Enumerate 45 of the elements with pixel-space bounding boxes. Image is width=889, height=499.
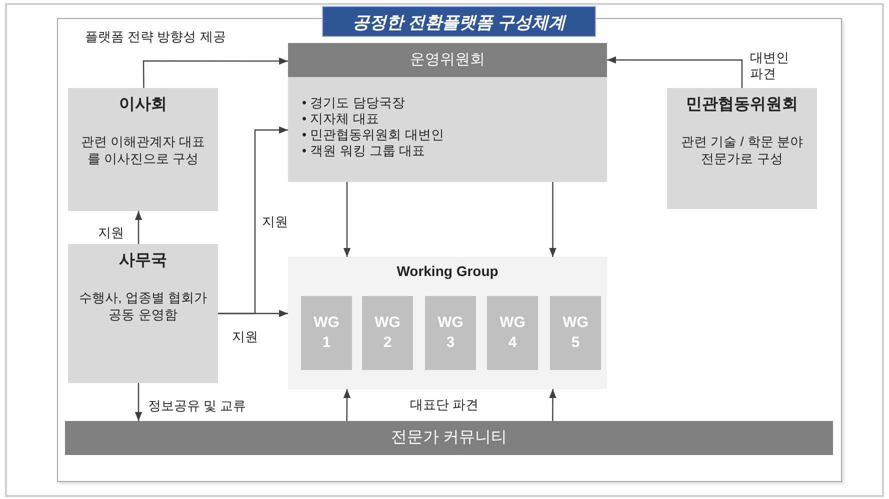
box-description: 관련 기술 / 학문 분야 전문가로 구성: [680, 133, 804, 167]
bullet-item: • 민관협동위원회 대변인: [302, 127, 445, 143]
group-heading: Working Group: [396, 262, 500, 279]
group-box: [425, 296, 476, 370]
group-box: [288, 257, 607, 389]
arrow: [549, 182, 556, 257]
edge-label: 대표단 파견: [410, 397, 479, 413]
arrow: [607, 56, 743, 88]
arrow: [549, 389, 556, 421]
box-description: 관련 이해관계자 대표를 이사진으로 구성: [80, 133, 206, 167]
arrow: [134, 383, 142, 421]
secretariat-box: [68, 244, 218, 383]
box-heading: 이사회: [118, 95, 168, 115]
arrow: [218, 310, 288, 318]
box-heading: 사무국: [118, 251, 168, 271]
edge-label: 지원: [262, 214, 288, 230]
edge-label: 플랫폼 전략 방향성 제공: [85, 29, 226, 45]
group-label: WG 5: [562, 313, 590, 353]
board-box: [68, 88, 218, 211]
box-description: 수행사, 업종별 협회가 공동 운영함: [78, 289, 208, 323]
box-header: 운영위원회: [288, 43, 607, 77]
edge-label: 지원: [98, 225, 124, 241]
bullet-item: • 지자체 대표: [302, 111, 380, 127]
arrow: [134, 211, 142, 244]
edge-label: 정보공유 및 교류: [148, 398, 246, 414]
title-banner: 공정한 전환플랫폼 구성체계: [322, 6, 596, 37]
arrow: [343, 182, 351, 257]
group-box: [301, 296, 352, 370]
community-bar: [65, 421, 833, 455]
group-box: [487, 296, 538, 370]
group-label: WG 1: [312, 313, 340, 353]
group-label: WG 2: [374, 313, 402, 353]
bullet-item: • 경기도 담당국장: [302, 95, 406, 111]
group-box: [362, 296, 413, 370]
group-box: [550, 296, 601, 370]
bullet-item: • 객원 워킹 그룹 대표: [302, 143, 426, 159]
group-label: WG 3: [436, 313, 464, 353]
box-heading: 민관협동위원회: [685, 95, 799, 115]
committee-box: [288, 43, 607, 182]
arrow: [343, 389, 351, 421]
arrow: [142, 57, 288, 88]
bar-label: 전문가 커뮤니티: [390, 429, 508, 446]
committee-box: [667, 88, 817, 209]
edge-label: 지원: [232, 329, 258, 345]
group-label: WG 4: [498, 313, 526, 353]
